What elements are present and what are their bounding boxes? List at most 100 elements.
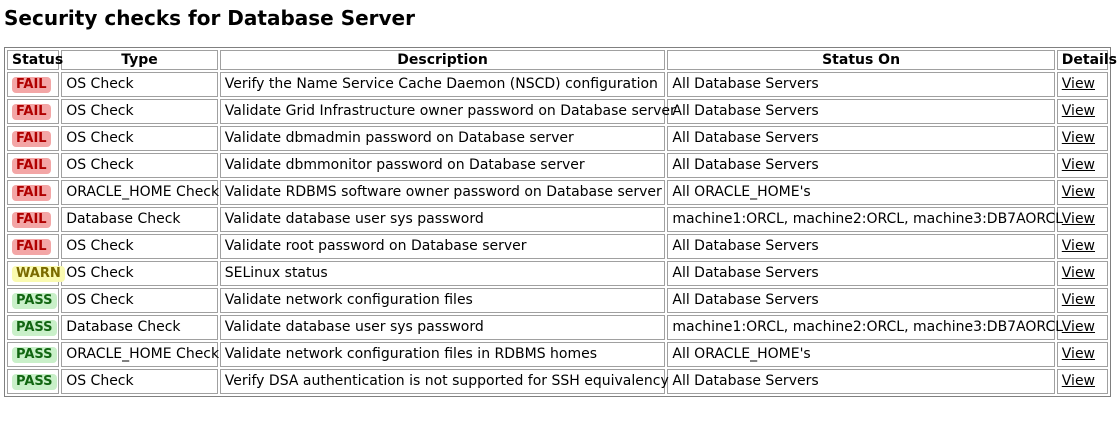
column-header-details: Details (1056, 50, 1117, 70)
details-cell: View (1056, 72, 1108, 97)
type-cell: OS Check (61, 261, 218, 286)
security-checks-table: Status Type Description Status On Detail… (4, 47, 1117, 397)
details-cell: View (1056, 234, 1108, 259)
type-cell: OS Check (61, 234, 218, 259)
view-details-link[interactable]: View (1061, 292, 1096, 308)
status-cell: FAIL (7, 180, 60, 205)
view-details-link[interactable]: View (1061, 184, 1096, 200)
status-cell: PASS (7, 369, 60, 394)
status-badge: PASS (12, 293, 57, 309)
status-on-cell: All Database Servers (667, 261, 1055, 286)
description-cell: Validate dbmadmin password on Database s… (219, 126, 666, 151)
description-cell: Verify DSA authentication is not support… (219, 369, 669, 394)
view-details-link[interactable]: View (1061, 319, 1096, 335)
description-cell: Validate dbmmonitor password on Database… (219, 153, 666, 178)
column-header-description: Description (219, 50, 666, 70)
details-cell: View (1056, 180, 1108, 205)
details-cell: View (1056, 369, 1108, 394)
view-details-link[interactable]: View (1061, 157, 1096, 173)
status-cell: PASS (7, 288, 60, 313)
table-header-row: Status Type Description Status On Detail… (7, 50, 1117, 70)
description-cell: Validate network configuration files (219, 288, 666, 313)
view-details-link[interactable]: View (1061, 211, 1096, 227)
type-cell: OS Check (61, 126, 218, 151)
status-on-cell: machine1:ORCL, machine2:ORCL, machine3:D… (667, 315, 1063, 340)
status-on-cell: All Database Servers (667, 72, 1055, 97)
description-cell: Validate Grid Infrastructure owner passw… (219, 99, 676, 124)
description-cell: SELinux status (219, 261, 666, 286)
status-badge: FAIL (12, 239, 51, 255)
type-cell: OS Check (61, 72, 218, 97)
details-cell: View (1056, 261, 1108, 286)
status-badge: FAIL (12, 158, 51, 174)
status-cell: FAIL (7, 153, 60, 178)
details-cell: View (1056, 315, 1108, 340)
details-cell: View (1056, 126, 1108, 151)
status-badge: FAIL (12, 131, 51, 147)
view-details-link[interactable]: View (1061, 130, 1096, 146)
description-cell: Validate root password on Database serve… (219, 234, 666, 259)
status-badge: PASS (12, 374, 57, 390)
status-cell: PASS (7, 342, 60, 367)
status-cell: FAIL (7, 207, 60, 232)
status-on-cell: All Database Servers (667, 369, 1055, 394)
status-badge: WARN (12, 266, 65, 282)
type-cell: OS Check (61, 99, 218, 124)
status-cell: FAIL (7, 72, 60, 97)
details-cell: View (1056, 207, 1108, 232)
type-cell: OS Check (61, 153, 218, 178)
view-details-link[interactable]: View (1061, 103, 1096, 119)
type-cell: ORACLE_HOME Check (61, 180, 219, 205)
details-cell: View (1056, 288, 1108, 313)
details-cell: View (1056, 153, 1108, 178)
status-on-cell: All Database Servers (667, 126, 1055, 151)
status-on-cell: machine1:ORCL, machine2:ORCL, machine3:D… (667, 207, 1063, 232)
status-cell: FAIL (7, 234, 60, 259)
details-cell: View (1056, 99, 1108, 124)
status-cell: WARN (7, 261, 65, 286)
type-cell: ORACLE_HOME Check (61, 342, 219, 367)
status-cell: PASS (7, 315, 60, 340)
view-details-link[interactable]: View (1061, 373, 1096, 389)
status-on-cell: All Database Servers (667, 153, 1055, 178)
description-cell: Validate RDBMS software owner password o… (219, 180, 666, 205)
status-badge: FAIL (12, 77, 51, 93)
status-on-cell: All Database Servers (667, 99, 1055, 124)
description-cell: Validate network configuration files in … (219, 342, 666, 367)
column-header-status: Status (7, 50, 63, 70)
status-badge: PASS (12, 320, 57, 336)
type-cell: Database Check (61, 207, 218, 232)
column-header-type: Type (61, 50, 218, 70)
type-cell: Database Check (61, 315, 218, 340)
description-cell: Validate database user sys password (219, 315, 666, 340)
status-cell: FAIL (7, 126, 60, 151)
details-cell: View (1056, 342, 1108, 367)
status-badge: PASS (12, 347, 57, 363)
page-title: Security checks for Database Server (4, 6, 415, 30)
view-details-link[interactable]: View (1061, 265, 1096, 281)
description-cell: Validate database user sys password (219, 207, 666, 232)
status-badge: FAIL (12, 212, 51, 228)
type-cell: OS Check (61, 369, 218, 394)
status-badge: FAIL (12, 185, 51, 201)
description-cell: Verify the Name Service Cache Daemon (NS… (219, 72, 666, 97)
view-details-link[interactable]: View (1061, 238, 1096, 254)
view-details-link[interactable]: View (1061, 346, 1096, 362)
status-badge: FAIL (12, 104, 51, 120)
view-details-link[interactable]: View (1061, 76, 1096, 92)
status-on-cell: All Database Servers (667, 234, 1055, 259)
status-on-cell: All Database Servers (667, 288, 1055, 313)
